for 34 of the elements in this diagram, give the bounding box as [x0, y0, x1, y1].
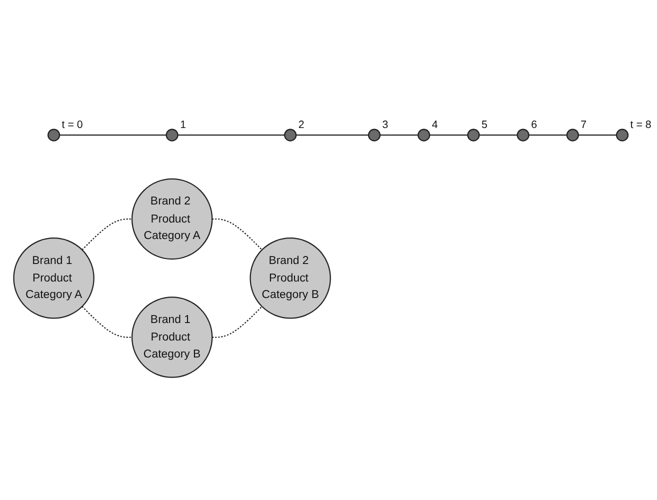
connector [479, 134, 518, 136]
time-label: 2 [298, 119, 304, 132]
node-circle [166, 129, 178, 142]
time-label: t = 0 [62, 119, 83, 132]
time-label: 3 [382, 119, 388, 132]
node-circle [467, 129, 480, 142]
node-circle [284, 129, 297, 142]
node-circle: Brand 1 Product Category A [13, 238, 94, 320]
connector [578, 134, 617, 136]
node-circle: Brand 2 Product Category A [131, 178, 213, 260]
connector [82, 306, 132, 338]
connector [212, 306, 262, 338]
connector [178, 134, 285, 136]
connector [528, 134, 567, 136]
time-label: 1 [180, 119, 186, 132]
connector [380, 134, 418, 136]
time-label: 6 [531, 119, 538, 132]
node-circle: Brand 1 Product Category B [131, 297, 213, 378]
time-label: 7 [580, 119, 587, 132]
time-label: 5 [482, 119, 488, 132]
node-circle [368, 129, 381, 142]
node-circle [418, 129, 430, 142]
connector [430, 134, 468, 136]
connector [82, 218, 132, 251]
node-circle [516, 129, 530, 142]
node-circle [616, 129, 629, 142]
time-label: t = 8 [630, 119, 652, 132]
connector [60, 134, 166, 136]
connector [296, 134, 369, 136]
connector [212, 218, 262, 251]
node-circle [48, 129, 60, 142]
node-circle: Brand 2 Product Category B [250, 238, 331, 320]
node-circle [566, 129, 579, 142]
time-label: 4 [432, 119, 438, 132]
